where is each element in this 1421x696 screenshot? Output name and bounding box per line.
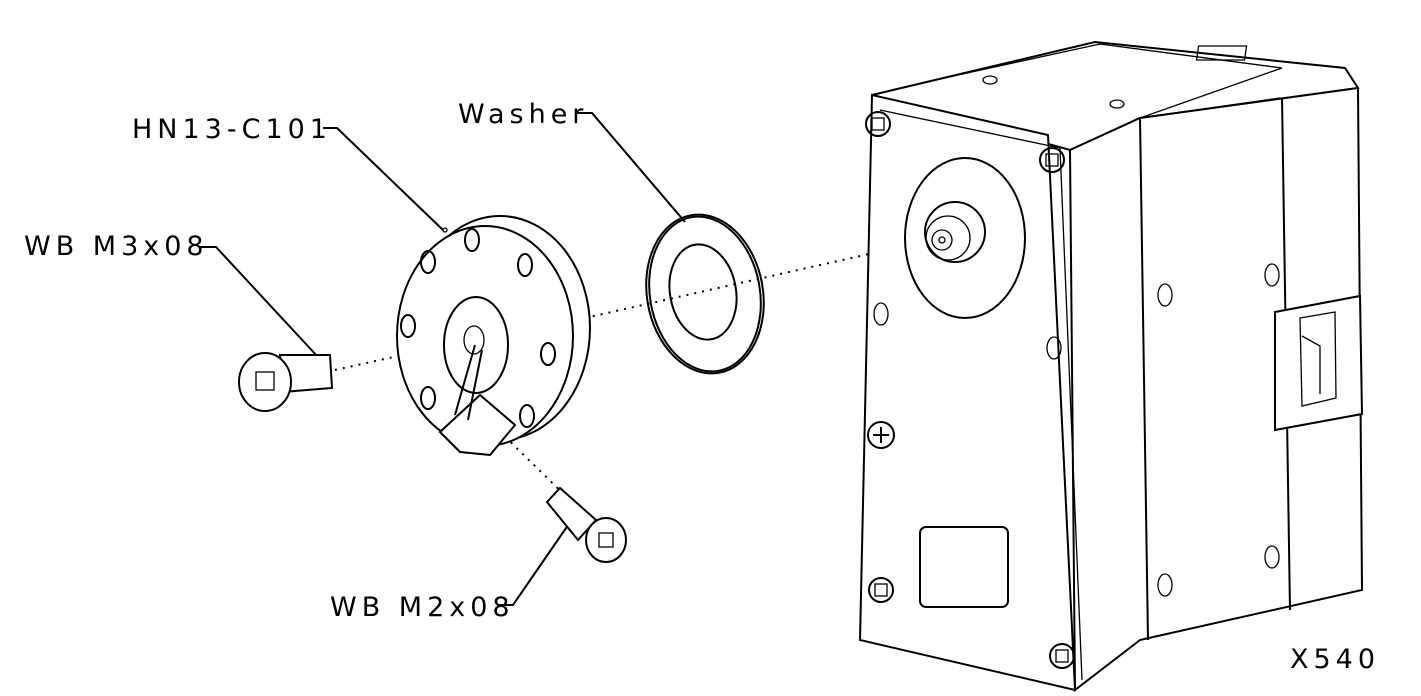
washer-callout-label: Washer	[458, 99, 589, 130]
bolt-m3-part	[238, 352, 334, 412]
horn-part	[396, 215, 591, 457]
washer-part	[645, 213, 765, 375]
assembly-axis-lines	[334, 237, 941, 511]
servo-housing	[858, 40, 1364, 693]
bolt-m3-callout-label: WB M3x08	[24, 231, 209, 262]
bolt-m2-part	[545, 486, 627, 563]
model-name-label: X540	[1290, 644, 1381, 675]
bolt-m2-callout-label: WB M2x08	[330, 592, 515, 623]
leader-lines	[200, 112, 686, 606]
housing-screws	[865, 111, 1075, 669]
horn-callout-label: HN13-C101	[132, 114, 332, 145]
